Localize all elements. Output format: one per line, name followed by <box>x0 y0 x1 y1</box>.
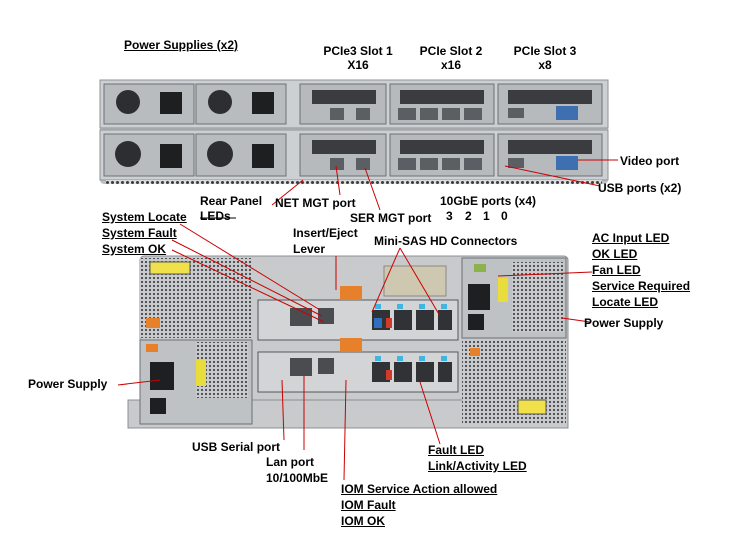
ser-mgt-port-label: SER MGT port <box>350 211 432 225</box>
lan-speed-label: 10/100MbE <box>266 471 329 485</box>
leds-label: LEDs <box>200 209 231 223</box>
link-activity-led-label: Link/Activity LED <box>428 459 527 473</box>
locate-led-label: Locate LED <box>592 295 659 309</box>
rear-panel-label: Rear Panel <box>200 194 263 208</box>
leader-lines <box>117 159 618 481</box>
usb-serial-port-label: USB Serial port <box>192 440 281 454</box>
tengbe-ports-label: 10GbE ports (x4) <box>440 194 537 208</box>
power-supply-right-label: Power Supply <box>584 316 664 330</box>
fan-led-label: Fan LED <box>592 263 641 277</box>
power-supplies-label: Power Supplies (x2) <box>124 38 239 52</box>
iom-ok-label: IOM OK <box>341 514 385 528</box>
net-mgt-port-label: NET MGT port <box>275 196 356 210</box>
port-number-1: 1 <box>483 209 490 223</box>
ac-input-led-label: AC Input LED <box>592 231 670 245</box>
video-port-label: Video port <box>620 154 680 168</box>
system-fault-label: System Fault <box>102 226 177 240</box>
storage-enclosure <box>127 255 569 429</box>
port-number-2: 2 <box>465 209 472 223</box>
iom-service-action-label: IOM Service Action allowed <box>341 482 498 496</box>
system-locate-label: System Locate <box>102 210 187 224</box>
usb-ports-label: USB ports (x2) <box>598 181 682 195</box>
lever-label: Lever <box>293 242 326 256</box>
power-supply-module <box>103 83 287 177</box>
system-ok-label: System OK <box>102 242 167 256</box>
service-required-label: Service Required <box>592 279 691 293</box>
port-number-0: 0 <box>501 209 508 223</box>
fault-led-label: Fault LED <box>428 443 484 457</box>
insert-eject-label: Insert/Eject <box>293 226 358 240</box>
lan-port-label: Lan port <box>266 455 314 469</box>
port-number-3: 3 <box>446 209 453 223</box>
power-supply-left-label: Power Supply <box>28 377 108 391</box>
ok-led-label: OK LED <box>592 247 638 261</box>
server-chassis-top <box>99 79 609 184</box>
iom-fault-label: IOM Fault <box>341 498 396 512</box>
mini-sas-label: Mini-SAS HD Connectors <box>374 234 518 248</box>
